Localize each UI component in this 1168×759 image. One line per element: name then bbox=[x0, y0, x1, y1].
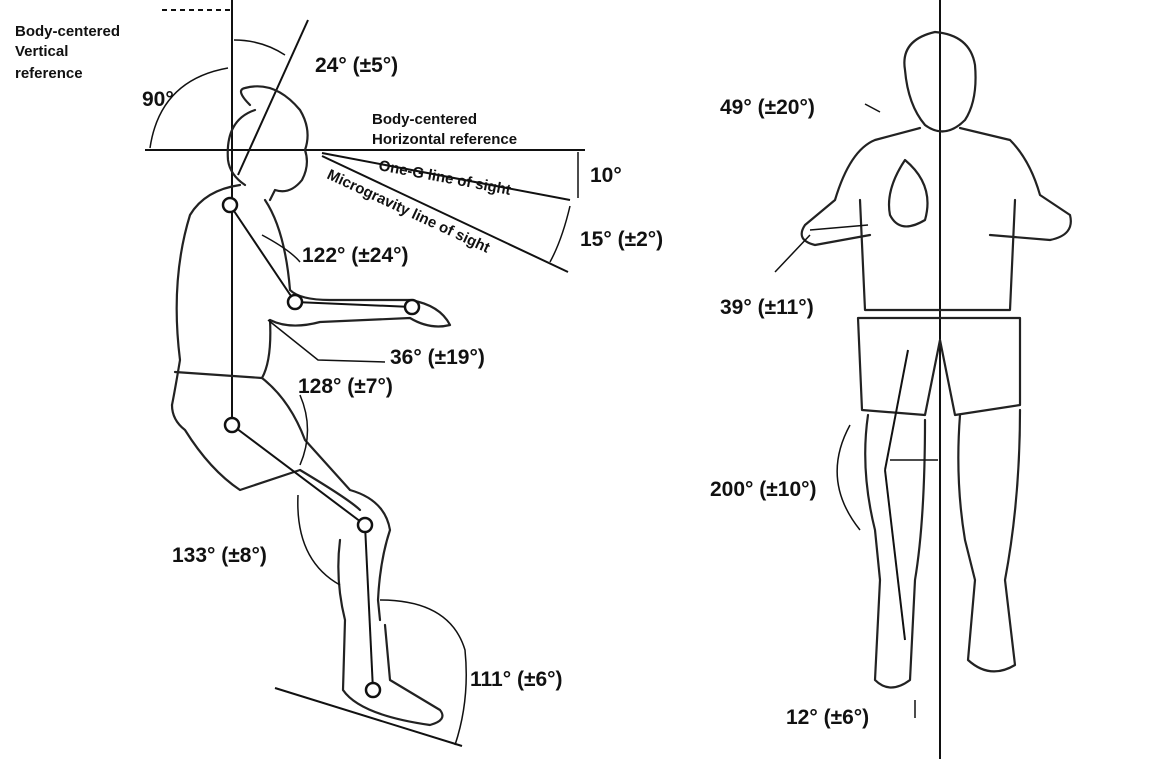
head-tilt-angle: 24° (±5°) bbox=[315, 54, 398, 77]
knee-joint bbox=[356, 516, 374, 534]
forearm-angle: 39° (±11°) bbox=[720, 296, 814, 319]
vertical-reference-label-3: reference bbox=[15, 65, 83, 82]
left-labels: Body-centered Vertical reference 24° (±5… bbox=[15, 23, 663, 691]
shoulder-angle-leader bbox=[864, 103, 881, 113]
vertical-angle-arc bbox=[149, 67, 229, 149]
floor-slope-line bbox=[274, 687, 463, 747]
horizontal-reference-label-2: Horizontal reference bbox=[372, 131, 517, 148]
hip-joint bbox=[223, 416, 241, 434]
elbow-angle: 36° (±19°) bbox=[390, 346, 485, 369]
ankle-angle-arc bbox=[379, 599, 467, 746]
chest-emblem bbox=[887, 158, 929, 228]
head-outline bbox=[239, 85, 309, 202]
hip-angle-arc bbox=[299, 394, 309, 466]
one-g-line-of-sight bbox=[321, 152, 571, 201]
seated-figure-side-view bbox=[170, 85, 467, 746]
thigh-angle-arc bbox=[836, 424, 861, 531]
shorts-outline bbox=[856, 316, 1022, 417]
hip-angle: 128° (±7°) bbox=[298, 375, 393, 398]
forearm-line bbox=[294, 301, 413, 308]
vertical-reference-label-1: Body-centered bbox=[15, 23, 120, 40]
thigh-angle: 200° (±10°) bbox=[710, 478, 817, 501]
microgravity-offset-arc bbox=[549, 205, 571, 263]
forearm-angle-leader bbox=[774, 234, 811, 273]
shin-axis-line bbox=[884, 469, 906, 641]
elbow-joint bbox=[286, 293, 304, 311]
knee-angle: 133° (±8°) bbox=[172, 544, 267, 567]
arm-outline bbox=[263, 198, 452, 328]
thigh-line bbox=[231, 424, 366, 526]
head-tilt-line bbox=[237, 19, 309, 176]
microgravity-line-of-sight bbox=[321, 155, 569, 273]
shirt-outline bbox=[858, 198, 1017, 312]
shoulder-angle-arc bbox=[261, 234, 301, 263]
ankle-joint bbox=[364, 681, 382, 699]
vertical-reference-label-2: Vertical bbox=[15, 43, 68, 60]
microgravity-offset-angle: 15° (±2°) bbox=[580, 228, 663, 251]
right-labels: 49° (±20°) 39° (±11°) 200° (±10°) 12° (±… bbox=[710, 96, 869, 729]
thigh-axis-line bbox=[884, 349, 909, 471]
elbow-leader bbox=[267, 319, 386, 363]
reference-lines bbox=[145, 0, 585, 747]
thigh-outline bbox=[170, 403, 362, 512]
left-leg-outline bbox=[864, 413, 927, 689]
standing-figure-front-view bbox=[774, 0, 1072, 759]
foot-angle: 12° (±6°) bbox=[786, 706, 869, 729]
right-leg-outline bbox=[957, 408, 1022, 673]
torso-front bbox=[173, 318, 272, 380]
head-outline-front bbox=[903, 30, 977, 133]
shin-line bbox=[364, 524, 374, 691]
wrist-joint bbox=[403, 298, 421, 316]
ankle-angle: 111° (±6°) bbox=[470, 668, 563, 691]
head-tilt-arc bbox=[233, 39, 286, 56]
right-shoulder-arm bbox=[958, 126, 1072, 242]
vertical-angle: 90° bbox=[142, 88, 174, 111]
shin-front bbox=[260, 376, 392, 622]
shoulder-abduction-angle: 49° (±20°) bbox=[720, 96, 815, 119]
shoulder-joint bbox=[221, 196, 239, 214]
forearm-axis-line bbox=[809, 224, 869, 231]
horizontal-reference-label-1: Body-centered bbox=[372, 111, 477, 128]
boot-outline bbox=[337, 538, 444, 727]
one-g-offset-angle: 10° bbox=[590, 164, 622, 187]
hair-outline bbox=[226, 108, 257, 187]
upper-arm-line bbox=[229, 204, 296, 303]
left-shoulder-arm bbox=[800, 126, 922, 247]
shoulder-angle: 122° (±24°) bbox=[302, 244, 409, 267]
knee-angle-arc bbox=[297, 494, 341, 586]
back-outline bbox=[170, 183, 242, 407]
